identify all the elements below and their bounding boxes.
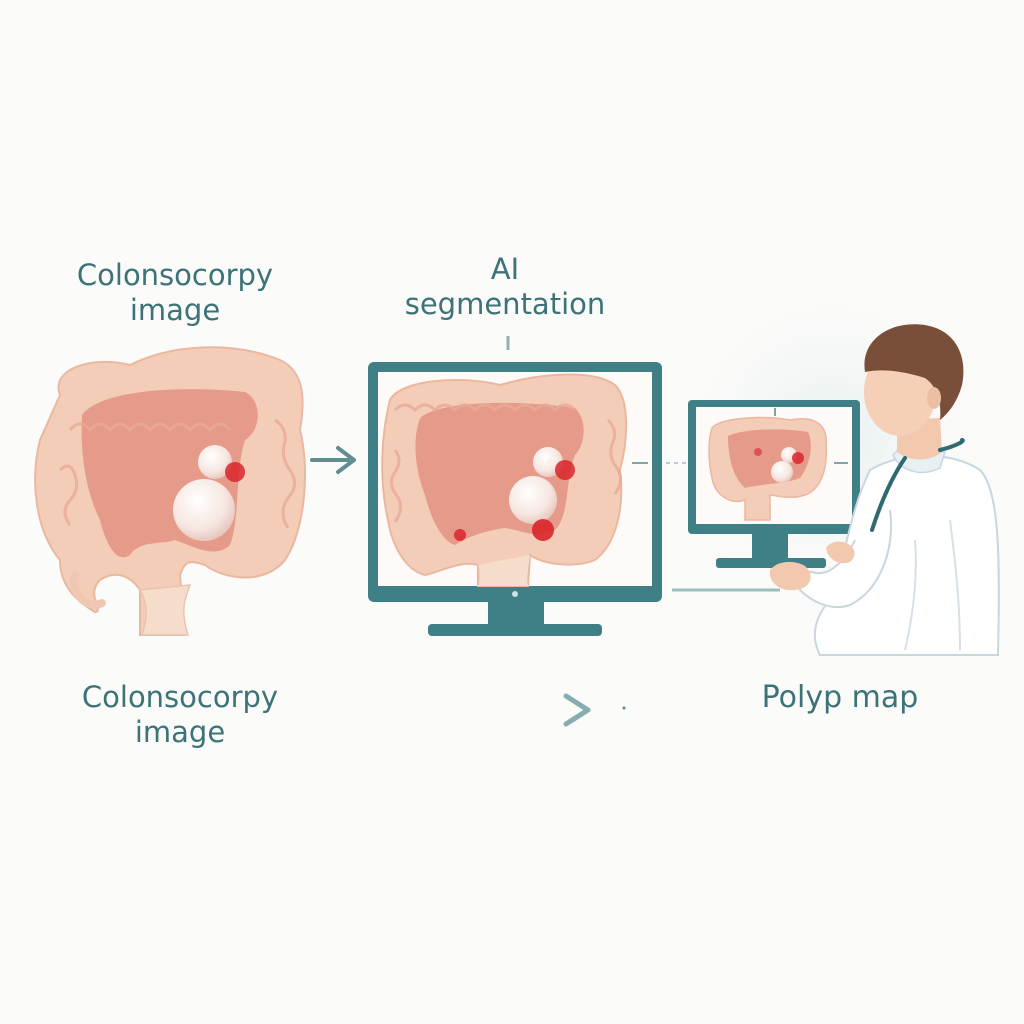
monitor-power-dot — [512, 591, 518, 597]
segmented-polyp-4-mask — [454, 529, 466, 541]
stethoscope — [870, 438, 965, 532]
map-polyp-3-mask — [754, 448, 762, 456]
polyp-map-label: Polyp map — [720, 680, 960, 716]
polyp-map-label-text: Polyp map — [761, 680, 919, 715]
doctor-coat-crease — [904, 519, 961, 651]
polyp-small — [198, 445, 232, 479]
input-image-label-bottom-line2: image — [134, 714, 226, 749]
segmented-colon-stem — [478, 555, 530, 586]
input-image-label-top-line1: Colonsocorpy — [76, 258, 274, 292]
colon-haustra-folds — [58, 418, 296, 529]
colon-stem — [138, 584, 192, 636]
clinician-monitor-base — [716, 558, 826, 568]
colon-illustration-segmented — [381, 373, 628, 587]
ai-segmentation-label-line2: segmentation — [404, 286, 606, 321]
segmented-polyp-2 — [509, 476, 557, 524]
input-image-label-bottom: Colonsocorpy image — [45, 680, 315, 750]
ai-segmentation-label: AI segmentation — [380, 252, 630, 322]
monitor-base — [428, 624, 602, 636]
input-image-label-top-line2: image — [129, 292, 221, 327]
input-image-label-top: Colonsocorpy image — [40, 258, 310, 328]
monitor-neck — [488, 602, 544, 624]
appendix-curl — [70, 571, 106, 609]
doctor-hand-2 — [826, 541, 855, 564]
input-image-label-bottom-line1: Colonsocorpy — [81, 680, 279, 714]
map-polyp-2 — [771, 461, 793, 483]
polyp-large — [173, 479, 235, 541]
segmented-polyp-3-mask — [532, 519, 554, 541]
polyp-small-highlight — [225, 462, 245, 482]
arrow-right-icon — [310, 446, 356, 474]
clinician-monitor-icon — [688, 400, 860, 568]
segmented-polyp-1-mask — [555, 460, 575, 480]
long-arrow-right-icon — [315, 693, 626, 727]
doctor-ear — [927, 387, 941, 409]
segmented-colon-folds — [390, 403, 622, 523]
map-polyp-1-mask — [792, 452, 804, 464]
doctor-hand — [769, 561, 811, 591]
colon-illustration-input — [34, 346, 306, 636]
clinician-monitor-neck — [752, 534, 788, 558]
ai-segmentation-label-line1: AI — [490, 252, 520, 286]
doctor-icon — [769, 324, 1000, 656]
